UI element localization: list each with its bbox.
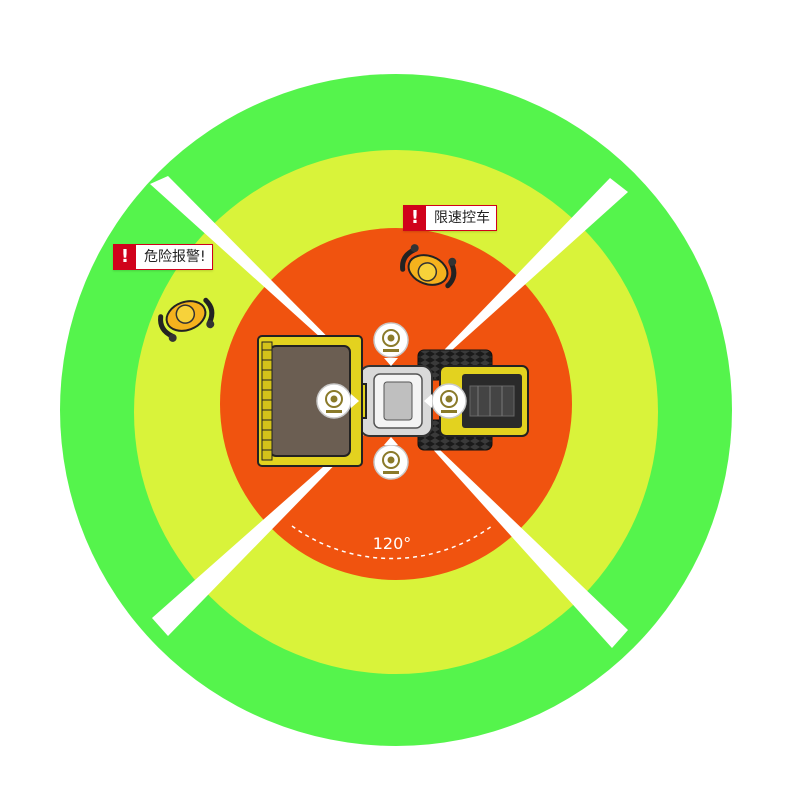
worker-icon-left: [158, 297, 215, 342]
speed-limit-callout: ! 限速控车: [403, 205, 497, 231]
divider-top-right: [392, 178, 628, 404]
camera-sensor-icon-top: [373, 322, 409, 366]
danger-alert-callout: ! 危险报警!: [113, 244, 213, 270]
camera-sensor-icon-right: [424, 383, 467, 419]
angle-label: 120°: [373, 534, 412, 553]
exclamation-icon: !: [114, 245, 136, 269]
camera-sensor-icon-bottom: [373, 437, 409, 480]
camera-sensor-icon-left: [316, 383, 359, 419]
speed-limit-text: 限速控车: [434, 210, 490, 226]
worker-icon-top: [400, 244, 457, 289]
divider-bottom-right: [392, 404, 628, 648]
road-roller-icon: [257, 335, 529, 467]
danger-alert-text: 危险报警!: [144, 249, 206, 265]
angle-arc: [291, 525, 493, 560]
exclamation-icon: !: [404, 206, 426, 230]
